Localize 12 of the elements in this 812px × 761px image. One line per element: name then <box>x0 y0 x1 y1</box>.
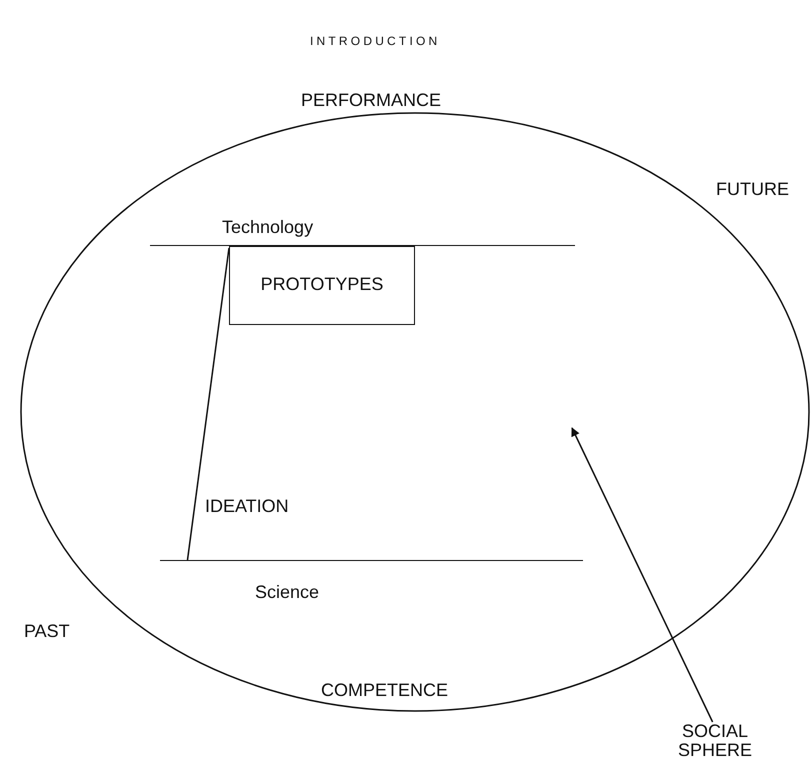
connector-line <box>186 248 230 560</box>
page-header: INTRODUCTION <box>310 35 440 48</box>
edge-label: IDEATION <box>205 497 289 517</box>
process-box: PROTOTYPES <box>229 246 415 325</box>
axis-label: FUTURE <box>716 180 789 200</box>
axis-label: COMPETENCE <box>321 681 448 701</box>
caption-text: SOCIAL SPHERE <box>655 722 775 760</box>
labeled-line: Science <box>160 560 583 604</box>
ellipse-outline <box>20 112 810 712</box>
arrow <box>571 427 714 722</box>
axis-label: PERFORMANCE <box>301 91 442 111</box>
axis-label: PAST <box>24 622 70 642</box>
